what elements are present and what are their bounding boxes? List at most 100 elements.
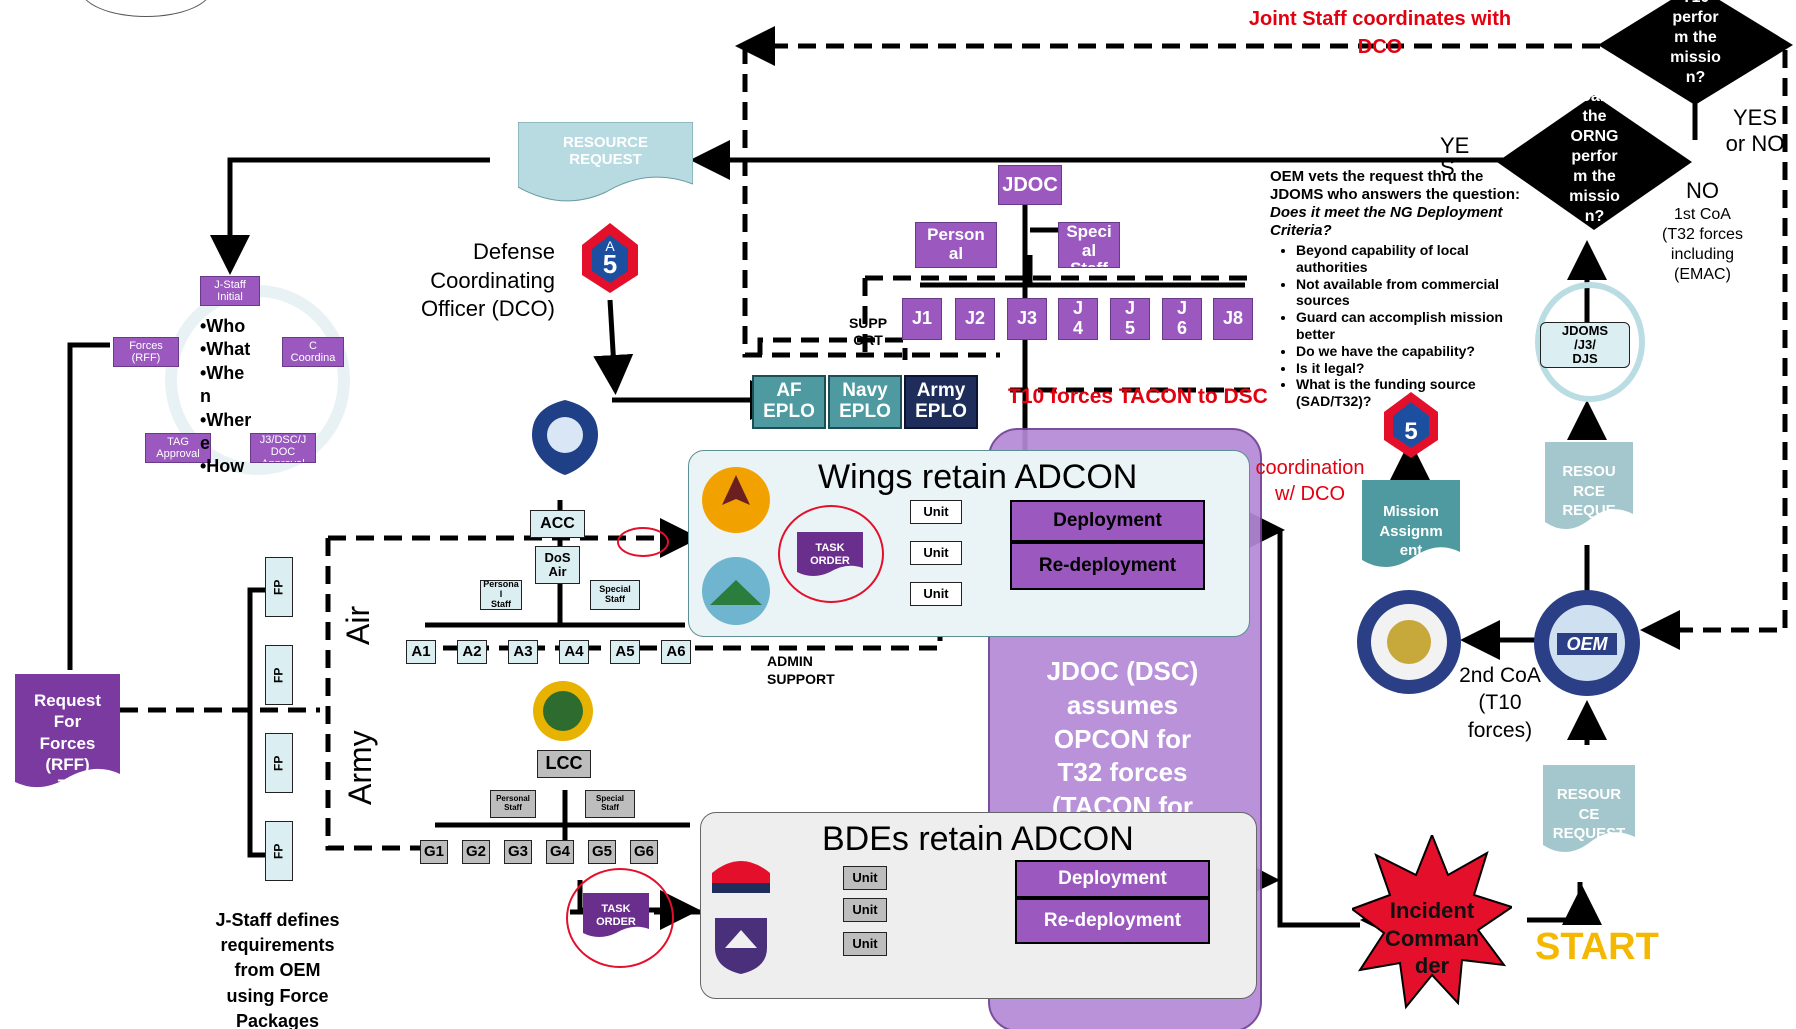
svg-text:5: 5 [1404,418,1417,445]
lcc-g-item: G5 [588,840,616,864]
acc-red-ellipse [617,527,669,557]
svg-text:A: A [605,238,615,254]
bdes-unit-3[interactable]: Unit [843,932,887,956]
jdoc-j-item: J 5 [1110,298,1150,340]
army-national-guard-seal-icon [532,678,594,744]
lcc-g-item: G4 [546,840,574,864]
wings-redeployment-box: Re-deployment [1010,542,1205,590]
coordination-label: coordination w/ DCO [1255,457,1365,505]
cycle-item: •Wher e [200,409,252,453]
cycle-tag-approval: TAG Approval [145,433,211,463]
dco-label: Defense Coordinating Officer (DCO) [420,239,555,322]
incident-commander-burst: Incident Comman der [1349,832,1515,1015]
t10-tacon-label: T10 forces TACON to DSC [1008,385,1268,408]
cycle-items: •Who •What•Whe n•Wher e •How [200,315,280,479]
cycle-item: •Whe n [200,362,245,407]
bdes-unit-1[interactable]: Unit [843,866,887,890]
lcc-g-item: G3 [504,840,532,864]
wings-task-order-text: TASK ORDER [810,542,850,568]
decision-t10-diamond: T10 perfor m the missio n? [1598,0,1793,105]
fp-box: FP [265,733,293,793]
resource-request-top: RESOURCE REQUEST [517,121,694,202]
jdoc-personal-staff: Person al [915,222,997,268]
resource-request-low: RESOUR CE REQUEST [1543,765,1635,855]
lcc-g-item: G6 [630,840,658,864]
bdes-title: BDEs retain ADCON [822,820,1134,858]
jstaff-defines-label: J-Staff defines requirements from OEM us… [215,910,340,1029]
wings-task-order: TASK ORDER [797,532,863,576]
bdes-deployment-box: Deployment [1015,860,1210,898]
wings-unit-2[interactable]: Unit [910,541,962,565]
lcc-g-item: G1 [420,840,448,864]
army-eplo: Army EPLO [904,375,978,429]
joint-staff-line2: DCO [1357,36,1403,58]
cycle-item: •What [200,339,251,360]
jdoc-j-item: J 4 [1058,298,1098,340]
oem-vets-question: Does it meet the NG Deployment Criteria? [1270,204,1503,239]
incident-commander-text: Incident Comman der [1384,898,1480,978]
admin-support-label: ADMIN SUPPORT [767,653,835,688]
support-label: SUPP ORT [848,315,888,348]
af-eplo: AF EPLO [752,375,826,429]
jdoc-j-item: J1 [902,298,942,340]
wings-deployment-box: Deployment [1010,500,1205,542]
decision-orng-text: Can the ORNG perfor m the missio n? [1569,88,1620,225]
air-label: Air [340,605,376,645]
cycle-forces-rff: Forces (RFF) [113,337,179,367]
fighter-wing-patch-icon [700,465,772,535]
first-coa-label: 1st CoA (T32 forces including (EMAC) [1662,206,1743,283]
decision-orng-diamond: Can the ORNG perfor m the missio n? [1497,88,1692,230]
oem-vets-bullet: What is the funding source (SAD/T32)? [1296,376,1530,410]
acc-box: ACC [530,510,585,538]
no-label: NO [1686,178,1719,203]
fp-box: FP [265,557,293,617]
oem-seal-icon: OEM [1532,588,1642,698]
bdes-task-order-circle [566,868,674,968]
acc-a-item: A6 [661,640,691,664]
brigade-patch-2-icon [715,918,767,974]
bdes-redeployment-box: Re-deployment [1015,898,1210,944]
acc-a-item: A5 [610,640,640,664]
acc-a-item: A4 [559,640,589,664]
mission-assignment-text: Mission Assignm ent [1379,503,1443,559]
lcc-box: LCC [537,750,591,778]
airlift-wing-patch-icon [700,555,772,627]
oem-vets-bullets: Beyond capability of local authoritiesNo… [1270,242,1530,410]
jdoc-j-item: J8 [1213,298,1253,340]
oem-vets-bullet: Do we have the capability? [1296,343,1530,360]
mission-assignment: Mission Assignm ent [1362,480,1460,570]
svg-text:5: 5 [603,249,617,279]
acc-a-item: A3 [508,640,538,664]
cycle-coordina: C Coordina [282,337,344,367]
oem-vets-bullet: Not available from commercial sources [1296,276,1530,310]
ye-s-label: YE S [1440,133,1470,180]
jdoc-box: JDOC [998,165,1062,205]
joint-staff-line1: Joint Staff coordinates with [1248,8,1512,30]
acc-a-item: A1 [406,640,436,664]
jdoc-j-item: J3 [1007,298,1047,340]
jdoms-box: JDOMS /J3/ DJS [1540,322,1630,368]
air-national-guard-seal-icon [530,400,600,475]
wings-unit-1[interactable]: Unit [910,500,962,524]
cycle-item: •Who [200,316,246,336]
navy-eplo: Navy EPLO [828,375,902,429]
jdoc-j-item: J2 [955,298,995,340]
fp-box: FP [265,821,293,881]
bdes-unit-2[interactable]: Unit [843,898,887,922]
acc-special-staff: Special Staff [590,580,640,610]
resource-request-mid: RESOU RCE REQUE ST [1545,442,1633,539]
wings-task-order-circle [778,505,884,603]
wings-title: Wings retain ADCON [818,458,1138,496]
jdoc-j-item: J 6 [1162,298,1202,340]
wings-unit-3[interactable]: Unit [910,582,962,606]
oem-vets-bullet: Is it legal? [1296,360,1530,377]
army-north-patch-right-icon: 5 [1383,392,1439,458]
bdes-task-order-text: TASK ORDER [596,903,636,929]
rff-box-text: Request For Forces (RFF) To [33,691,102,785]
acc-a-item: A2 [457,640,487,664]
cycle-item: •How [200,456,245,477]
resource-request-mid-text: RESOU RCE REQUE ST [1562,463,1616,539]
brigade-patch-1-icon [712,855,770,895]
